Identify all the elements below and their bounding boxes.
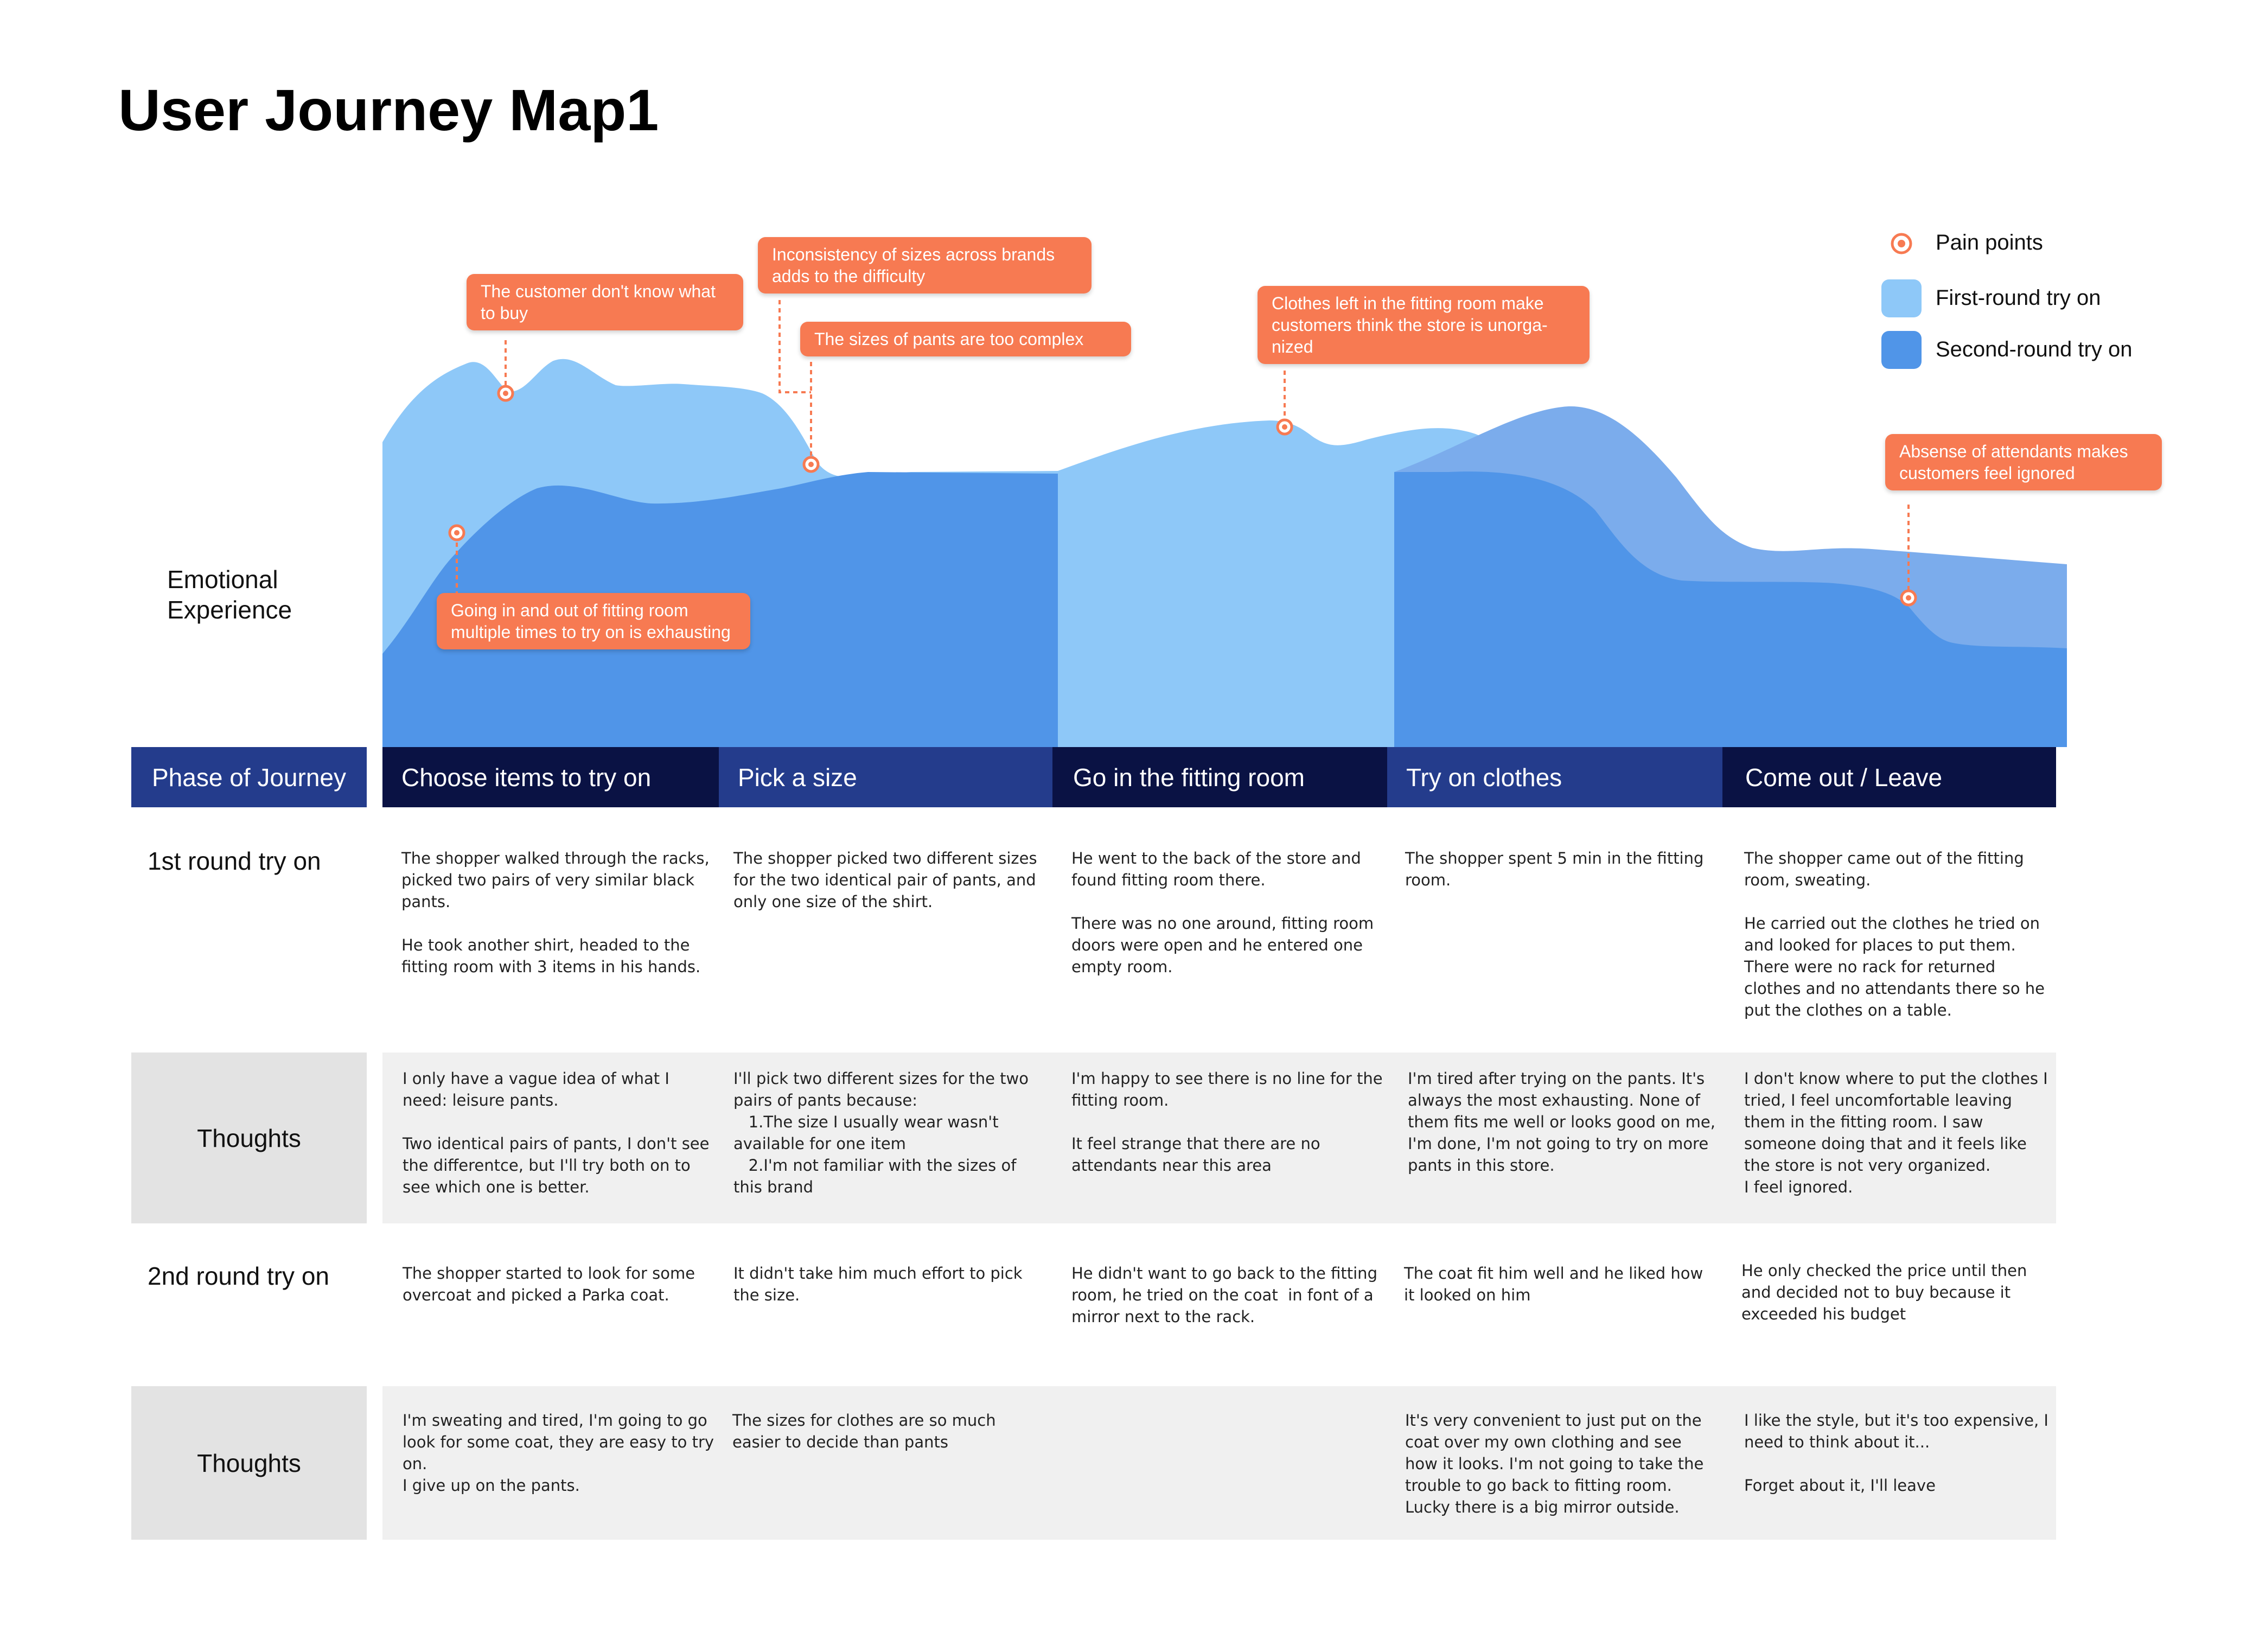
second-round-cell: He only checked the price until then and… [1741,1261,2032,1323]
leader-line-2 [778,300,811,393]
phase-choose-items: Choose items to try on [382,747,719,807]
row-label-thoughts-2: Thoughts [131,1386,367,1540]
second-round-cell: He didn't want to go back to the fitting… [1071,1264,1383,1326]
pain-point-marker-dot [1906,595,1911,601]
legend-pain-label: Pain points [1936,231,2043,254]
first-round-cell: The shopper picked two different sizes f… [733,849,1042,911]
thoughts-2-cell: I like the style, but it's too expensive… [1744,1411,2048,1495]
thoughts-1-cell: I only have a vague idea of what I need:… [403,1069,710,1196]
phase-leave: Come out / Leave [1722,747,2056,807]
legend-pain-icon-dot [1898,240,1905,247]
pain-callout: Inconsistency of sizes across brands add… [758,237,1092,294]
legend-first-swatch [1881,279,1922,317]
phase-pick-size: Pick a size [719,747,1052,807]
legend-second-label: Second-round try on [1936,337,2133,361]
pain-callout: Going in and out of fitting room multipl… [437,593,750,649]
first-round-cell: The shopper walked through the racks, pi… [401,849,710,976]
pain-point-marker-dot [808,462,814,467]
thoughts-1-cell: I'm happy to see there is no line for th… [1071,1069,1383,1175]
first-round-cell: The shopper came out of the fitting room… [1744,849,2045,1019]
second-round-cell: The coat fit him well and he liked how i… [1404,1264,1708,1304]
thoughts-1-cell: I don't know where to put the clothes I … [1744,1069,2048,1196]
legend-second-swatch [1881,331,1922,369]
page-title: User Journey Map1 [118,77,659,143]
thoughts-2-cell: It's very convenient to just put on the … [1405,1411,1704,1516]
pain-callout: Absense of attendants makes customers fe… [1885,434,2162,490]
emotional-experience-label: Emotional Experience [167,565,292,624]
thoughts-2-cell: I'm sweating and tired, I'm going to go … [403,1411,714,1495]
pain-point-marker-dot [503,391,508,396]
pain-callout: Clothes left in the fitting room make cu… [1258,286,1590,364]
second-round-cell: It didn't take him much effort to pick t… [733,1264,1027,1304]
legend-first-label: First-round try on [1936,286,2101,310]
first-round-cell: He went to the back of the store and fou… [1071,849,1374,976]
pain-callout: The sizes of pants are too complex [800,322,1131,356]
thoughts-2-cell: The sizes for clothes are so much easier… [732,1411,1001,1451]
thoughts-1-cell: I'll pick two different sizes for the tw… [733,1069,1029,1196]
pain-point-marker-dot [454,530,459,535]
thoughts-1-cell: I'm tired after trying on the pants. It'… [1408,1069,1721,1175]
thoughts-row-2-bg [382,1386,2056,1540]
pain-callout: The customer don't know what to buy [467,274,743,330]
first-round-cell: The shopper spent 5 min in the fitting r… [1405,849,1709,889]
second-round-area-3 [1394,471,2067,747]
second-round-cell: The shopper started to look for some ove… [403,1264,700,1304]
row-label-second-round: 2nd round try on [148,1262,330,1290]
phase-fitting-room: Go in the fitting room [1052,747,1387,807]
row-label-first-round: 1st round try on [148,847,321,875]
phase-of-journey-label: Phase of Journey [131,747,367,807]
row-label-thoughts-1: Thoughts [131,1053,367,1223]
thoughts-row-1-bg [382,1053,2056,1223]
first-round-area-2 [1058,420,1489,747]
phase-try-on: Try on clothes [1387,747,1722,807]
pain-point-marker-dot [1282,424,1287,430]
